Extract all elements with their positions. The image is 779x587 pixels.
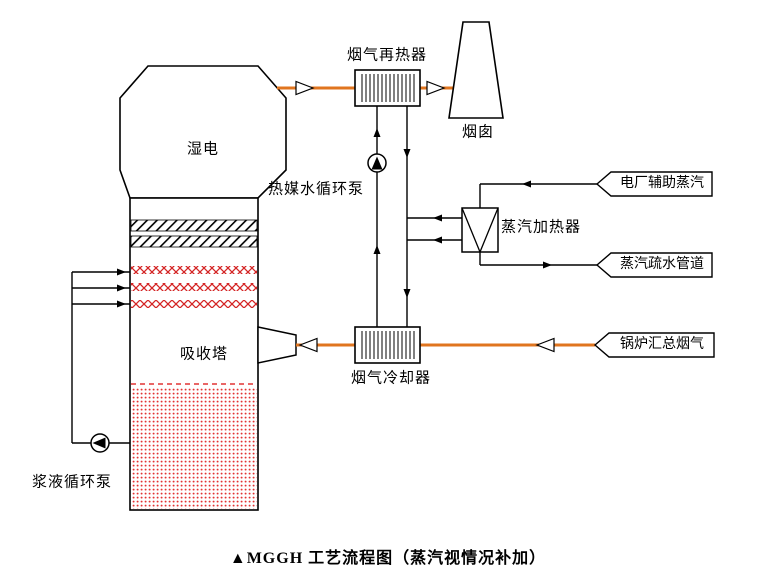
slurry-circulation-lines xyxy=(71,268,130,444)
flow-arrow xyxy=(433,236,442,244)
stream-banners xyxy=(593,171,715,358)
gas-cooler-label: 烟气冷却器 xyxy=(350,370,432,387)
flow-arrow xyxy=(373,245,381,254)
boiler-gas-label: 锅炉汇总烟气 xyxy=(620,337,704,352)
heat-medium-pump-icon xyxy=(367,153,387,173)
heat-medium-loop xyxy=(367,106,411,327)
flow-arrow xyxy=(403,289,411,298)
flue-gas-lines xyxy=(277,80,595,353)
gas-reheater-symbol xyxy=(354,69,421,107)
flow-arrow xyxy=(433,214,442,222)
gas-reheater-label: 烟气再热器 xyxy=(346,47,428,64)
steam-drain-banner xyxy=(595,252,713,278)
steam-drain-label: 蒸汽疏水管道 xyxy=(620,257,704,272)
aux-steam-label: 电厂辅助蒸汽 xyxy=(620,176,704,191)
steam-heater-label: 蒸汽加热器 xyxy=(500,219,582,236)
steam-lines xyxy=(407,180,597,269)
flow-arrow xyxy=(117,268,126,276)
gas-flow-arrow xyxy=(298,337,318,353)
heat-medium-pump-label: 热媒水循环泵 xyxy=(267,181,365,198)
flow-arrow xyxy=(403,149,411,158)
flow-arrow xyxy=(543,261,552,269)
flow-arrow xyxy=(373,128,381,137)
slurry-pump-icon xyxy=(90,433,110,453)
demister-band xyxy=(130,219,258,232)
gas-flow-arrow xyxy=(535,337,555,353)
wet-esp-label: 湿电 xyxy=(186,141,220,158)
spray-bank xyxy=(131,283,257,291)
aux-steam-banner xyxy=(595,171,713,197)
gas-inlet-nozzle xyxy=(257,326,297,364)
chimney-symbol xyxy=(448,21,504,119)
wet-esp-section xyxy=(119,65,287,199)
absorber-tower-body xyxy=(119,65,297,511)
figure-caption: ▲MGGH 工艺流程图（蒸汽视情况补加） xyxy=(229,550,547,567)
flow-arrow xyxy=(117,300,126,308)
gas-cooler-symbol xyxy=(354,326,421,364)
demister-band xyxy=(130,235,258,248)
slurry-pump-label: 浆液循环泵 xyxy=(31,474,113,491)
spray-bank xyxy=(131,300,257,308)
flow-arrow xyxy=(522,180,531,188)
chimney-label: 烟囱 xyxy=(461,124,495,141)
boiler-gas-banner xyxy=(593,332,715,358)
steam-heater-symbol xyxy=(461,207,499,254)
flow-arrow xyxy=(117,284,126,292)
spray-bank xyxy=(131,266,257,274)
slurry-liquid xyxy=(131,388,257,509)
gas-flow-arrow xyxy=(426,80,446,96)
absorber-tower-label: 吸收塔 xyxy=(179,346,229,363)
gas-flow-arrow xyxy=(295,80,315,96)
